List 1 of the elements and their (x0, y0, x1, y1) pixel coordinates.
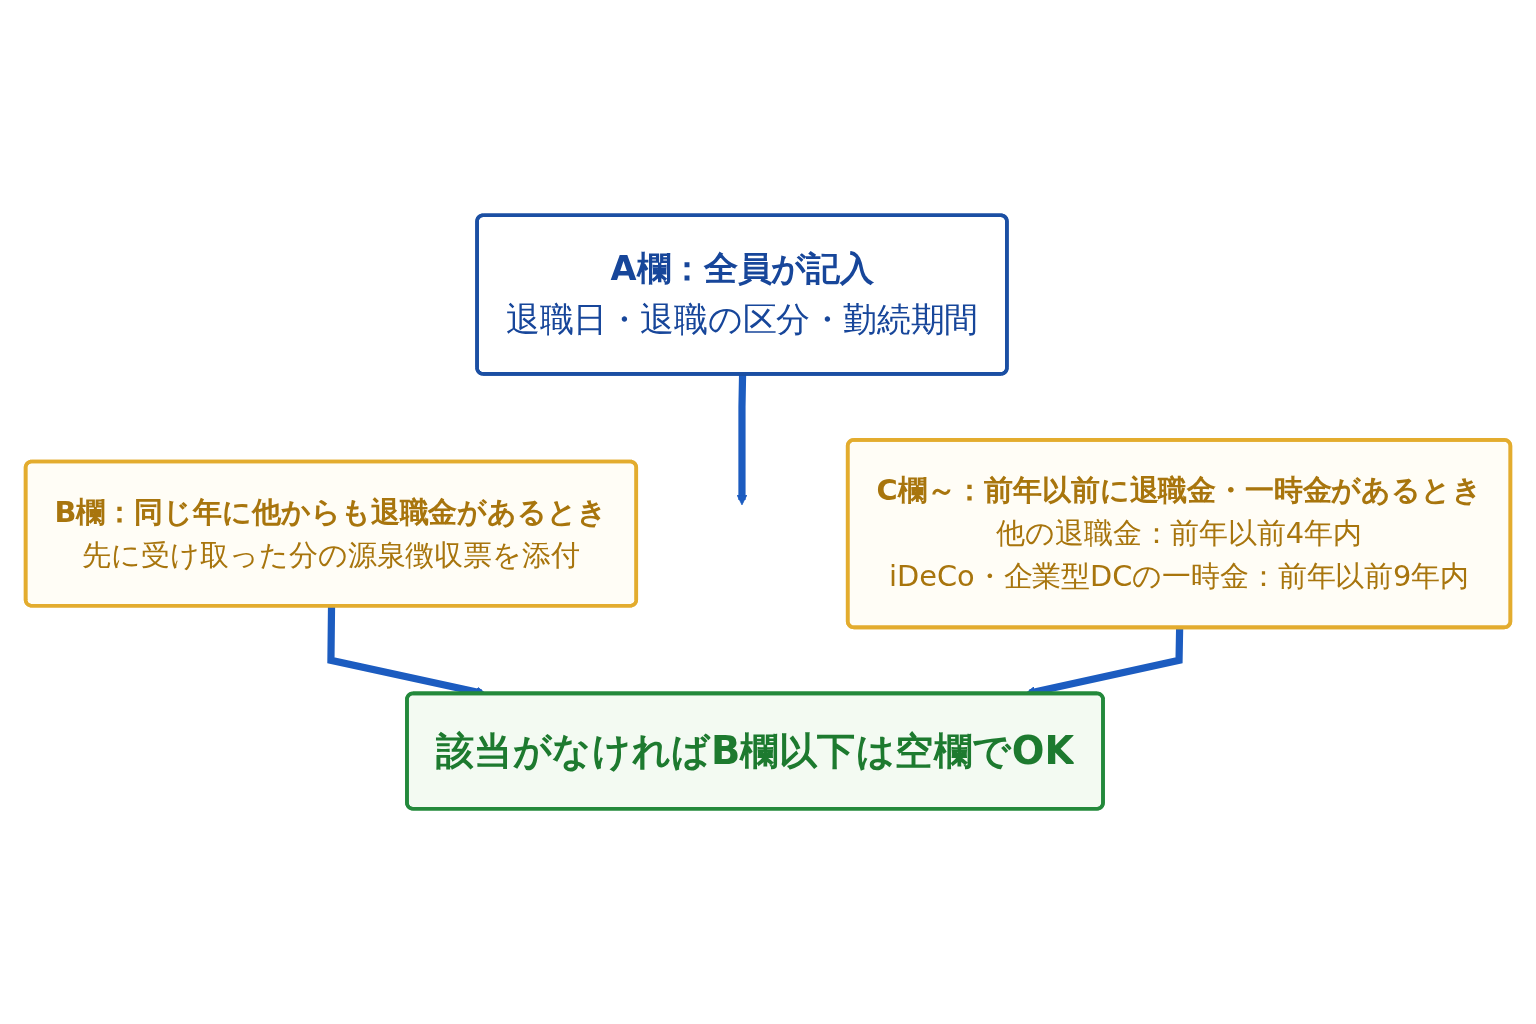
arrow (736, 374, 748, 506)
